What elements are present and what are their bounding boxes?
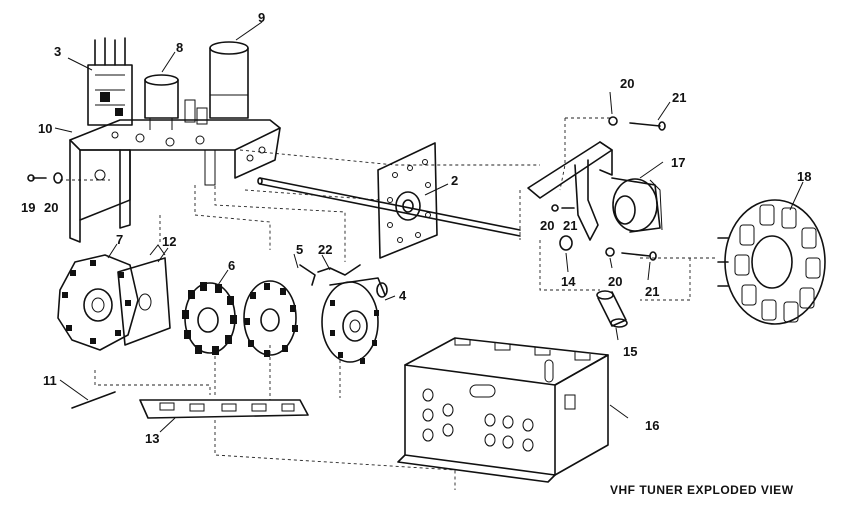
callout-13: 13 <box>145 431 159 446</box>
callout-10: 10 <box>38 121 52 136</box>
part-11-wire <box>71 391 116 409</box>
callout-22: 22 <box>318 242 332 257</box>
callout-21-mid: 21 <box>563 218 577 233</box>
callout-17: 17 <box>671 155 685 170</box>
part-20-washer-left <box>53 172 63 184</box>
chassis-components <box>111 99 208 147</box>
callout-21-low: 21 <box>645 284 659 299</box>
part-6-rotor <box>182 282 237 355</box>
callout-15: 15 <box>623 344 637 359</box>
leader-lines <box>54 21 804 433</box>
part-21-screw-low <box>621 251 657 261</box>
callout-5: 5 <box>296 242 303 257</box>
callout-14: 14 <box>561 274 576 289</box>
callout-20-low: 20 <box>608 274 622 289</box>
part-18-turret-drum <box>717 199 826 325</box>
callout-4: 4 <box>399 288 407 303</box>
part-10-chassis-bracket <box>69 119 281 243</box>
part-20-washer-top <box>608 116 618 126</box>
callout-12: 12 <box>162 234 176 249</box>
callout-7: 7 <box>116 232 123 247</box>
callout-8: 8 <box>176 40 183 55</box>
part-20-washer-low <box>605 247 615 257</box>
part-19-screw <box>27 174 47 182</box>
callout-3: 3 <box>54 44 61 59</box>
tuner-shaft <box>257 177 521 237</box>
callout-19: 19 <box>21 200 35 215</box>
part-7-wafer <box>57 254 139 351</box>
part-13-contact-strip <box>139 399 309 419</box>
callout-20-top: 20 <box>620 76 634 91</box>
part-22-spring-clip <box>317 264 361 276</box>
part-21-screw-top <box>629 121 666 131</box>
callout-21-top: 21 <box>672 90 686 105</box>
part-17-fine-tuning-assembly <box>527 141 663 241</box>
callout-11: 11 <box>43 373 57 388</box>
part-16-housing-cage <box>397 337 609 483</box>
part-9-large-tube <box>209 41 249 119</box>
part-4-wafer <box>321 277 388 364</box>
part-12-shield-plate <box>117 244 171 346</box>
callout-20-mid: 20 <box>540 218 554 233</box>
callout-18: 18 <box>797 169 811 184</box>
callout-2: 2 <box>451 173 458 188</box>
part-20-washer-mid <box>551 204 559 212</box>
part-3-coil-assembly <box>87 37 133 126</box>
callout-labels: 3 8 9 10 19 20 2 20 21 17 18 20 21 14 20… <box>21 10 811 446</box>
part-5-wafer <box>243 264 316 357</box>
callout-20-left: 20 <box>44 200 58 215</box>
callout-9: 9 <box>258 10 265 25</box>
part-15-sleeve <box>596 290 628 328</box>
callout-16: 16 <box>645 418 659 433</box>
callout-6: 6 <box>228 258 235 273</box>
part-2-detent-plate <box>377 142 438 259</box>
part-14-bushing <box>559 235 573 251</box>
diagram-title: VHF TUNER EXPLODED VIEW <box>610 483 794 497</box>
part-8-small-tube <box>144 74 179 130</box>
